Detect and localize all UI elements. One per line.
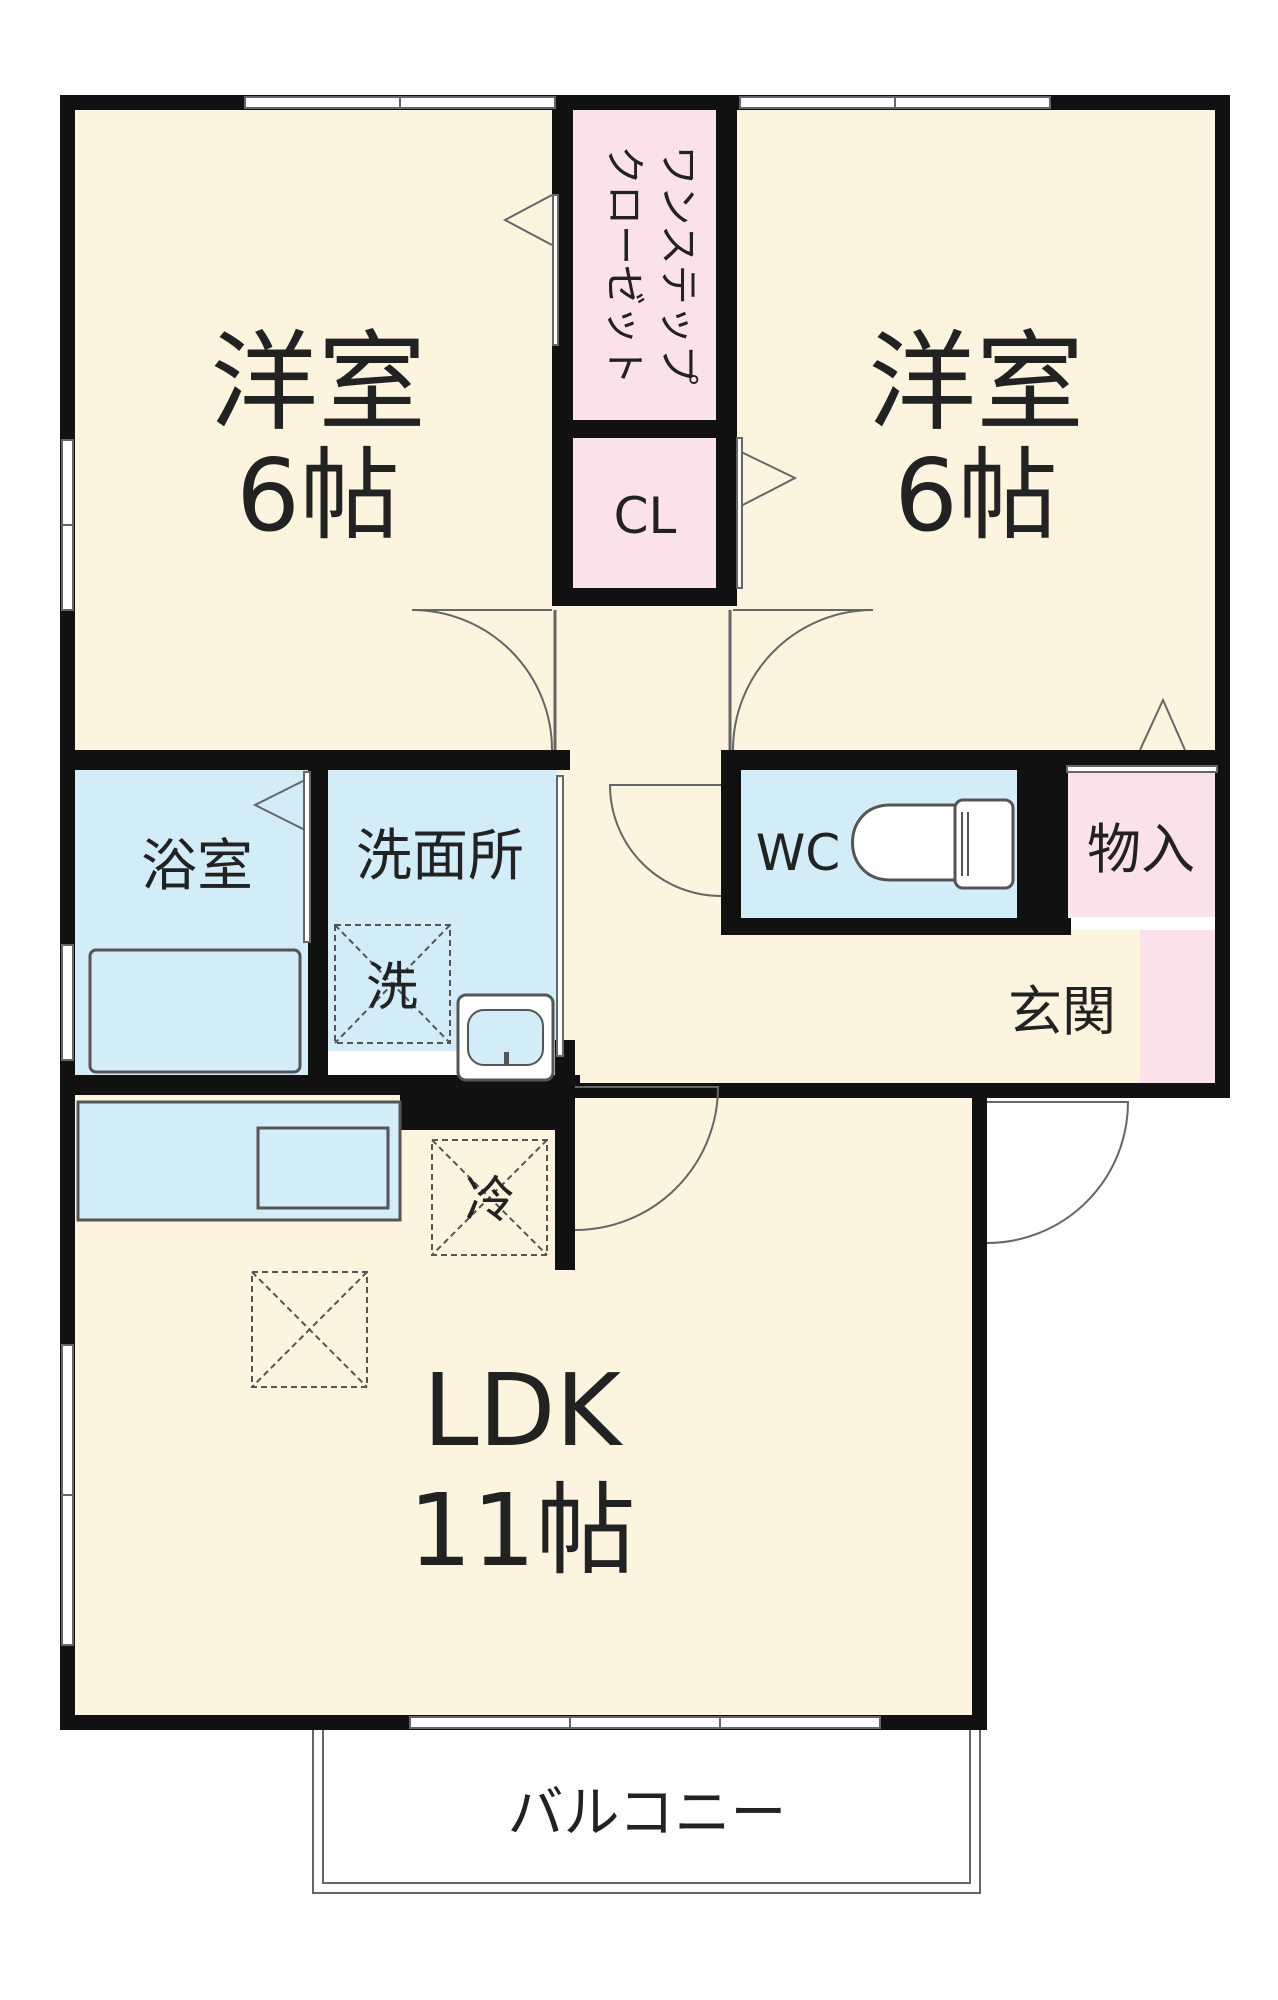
walk-in-closet-label-1: ワンステップ [655,145,701,384]
washroom-label: 洗面所 [356,824,524,889]
ldk-name: LDK [423,1352,624,1469]
washing-machine-label: 洗 [366,958,418,1018]
door-swing-icon [252,194,1218,1244]
bathtub-icon [88,948,302,1074]
toilet-label: WC [756,824,840,882]
entrance-step [1140,930,1215,1083]
floors [70,110,1215,1722]
refrigerator-space [431,1139,548,1256]
toilet-icon [851,798,1015,890]
hallway-lower-floor [720,930,970,1083]
storage-floor [1068,767,1215,917]
sliding-window-icon [61,96,1051,1729]
western-room-right-floor [731,110,1215,753]
balcony [312,1730,981,1894]
entrance-floor [970,930,1140,1083]
western-room-right-name: 洋室 [868,321,1084,446]
sink-icon [456,993,555,1082]
labels: 洋室 6帖 洋室 6帖 LDK 11帖 ワンステップ クローゼット CL 浴室 … [141,145,1195,1846]
western-room-left-size: 6帖 [236,437,400,554]
ldk-size: 11帖 [408,1472,635,1589]
western-room-left-name: 洋室 [210,321,426,446]
walk-in-closet-floor [573,110,716,422]
refrigerator-label: 冷 [465,1171,515,1229]
kitchen-counter-icon [76,1100,402,1222]
entrance-label: 玄関 [1008,980,1116,1043]
storage-label: 物入 [1087,818,1195,881]
western-room-left-floor [70,110,557,753]
balcony-label: バルコニー [508,1781,787,1846]
walk-in-closet-label-2: クローゼット [601,145,647,385]
hallway-floor [557,597,731,1083]
ceiling-storage-hatch [251,1271,368,1388]
western-room-right-size: 6帖 [894,437,1058,554]
bathroom-label: 浴室 [141,834,253,899]
closet-floor [573,438,716,588]
closet-label: CL [614,487,677,545]
washing-machine-space [334,924,451,1044]
